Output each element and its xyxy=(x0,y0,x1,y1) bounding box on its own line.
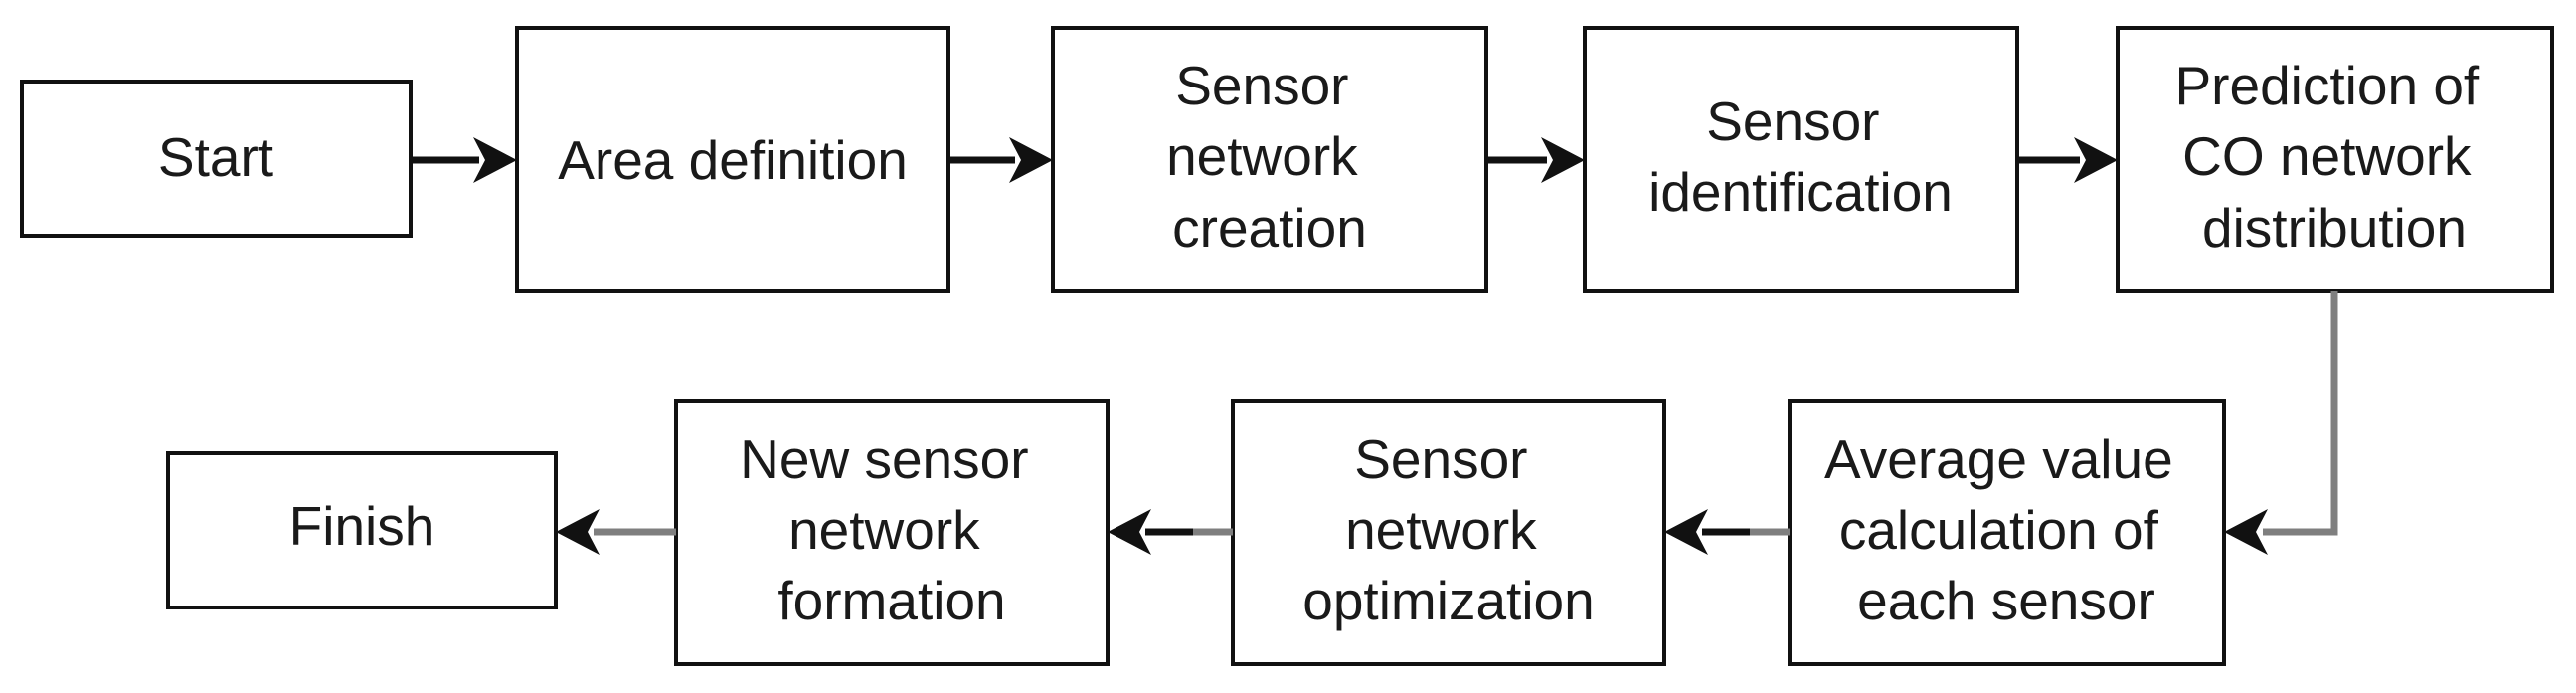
prediction-node: Prediction of CO network distribution xyxy=(2116,26,2554,293)
optimization-node: Sensor network optimization xyxy=(1231,399,1666,666)
sensor-identification-node: Sensor identification xyxy=(1583,26,2019,293)
new-network-node: New sensor network formation xyxy=(674,399,1110,666)
area-definition-node: Area definition xyxy=(515,26,950,293)
average-value-node-label: Average value calculation of each sensor xyxy=(1824,429,2188,631)
finish-node-label: Finish xyxy=(289,495,435,557)
average-value-node: Average value calculation of each sensor xyxy=(1788,399,2226,666)
edge-average-value-to-optimization xyxy=(1664,509,1790,555)
edge-start-to-area-definition xyxy=(411,137,517,183)
sensor-network-creation-node: Sensor network creation xyxy=(1051,26,1488,293)
edge-sensor-network-creation-to-sensor-identification xyxy=(1486,137,1585,183)
edge-sensor-identification-to-prediction xyxy=(2017,137,2118,183)
area-definition-node-label: Area definition xyxy=(558,129,908,191)
edge-optimization-to-new-network xyxy=(1108,509,1233,555)
finish-node: Finish xyxy=(166,451,558,609)
sensor-network-creation-node-label: Sensor network creation xyxy=(1166,55,1373,259)
start-node: Start xyxy=(20,80,413,238)
sensor-identification-node-label: Sensor identification xyxy=(1648,90,1953,223)
optimization-node-label: Sensor network optimization xyxy=(1302,429,1594,631)
start-node-label: Start xyxy=(158,126,273,188)
edge-area-definition-to-sensor-network-creation xyxy=(948,137,1053,183)
prediction-node-label: Prediction of CO network distribution xyxy=(2174,55,2493,259)
edge-prediction-to-average-value xyxy=(2224,291,2338,555)
edge-new-network-to-finish xyxy=(556,509,676,555)
new-network-node-label: New sensor network formation xyxy=(740,429,1044,631)
